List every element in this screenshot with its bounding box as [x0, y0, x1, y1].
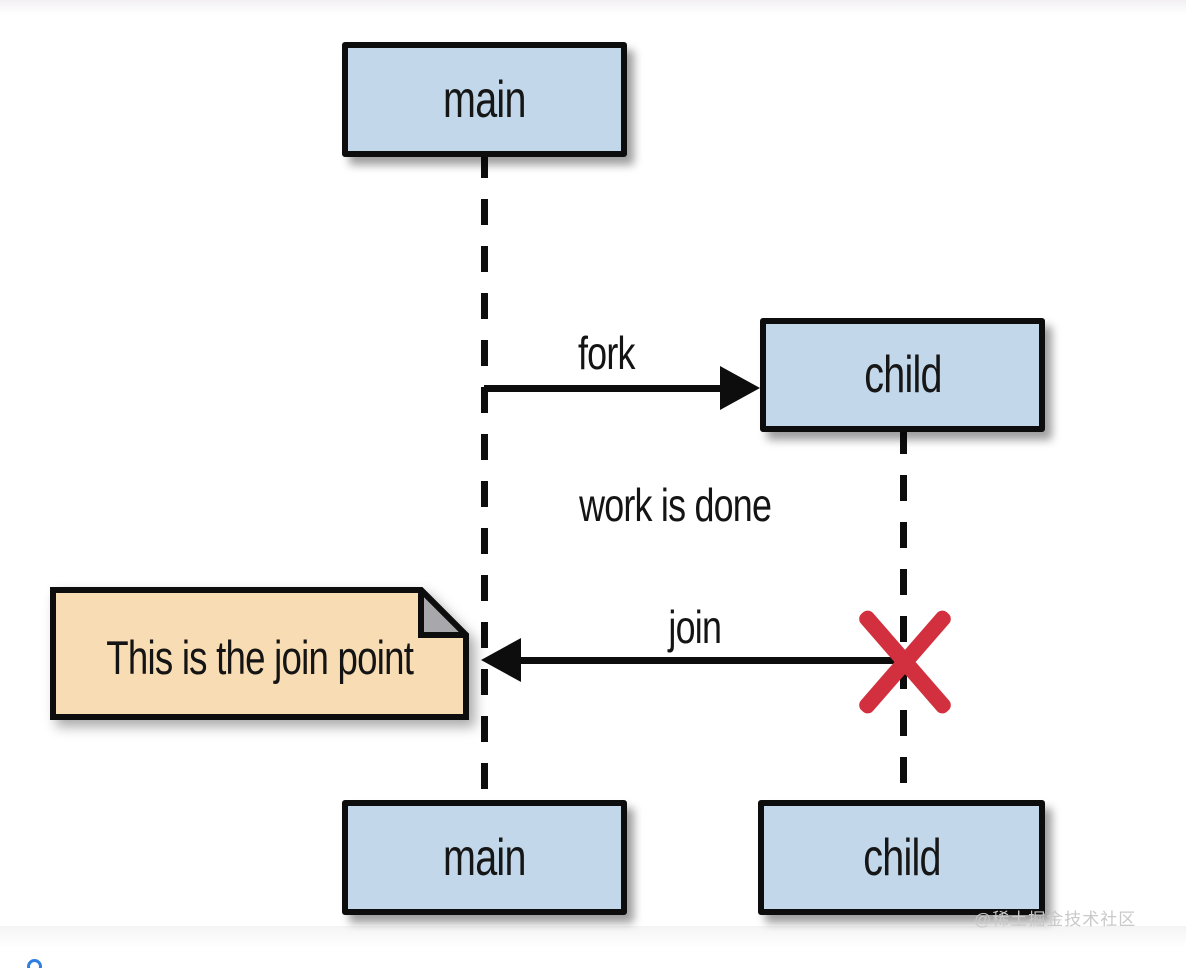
actor-label-child-bottom: child: [862, 828, 941, 887]
join-message-text: join: [668, 601, 723, 653]
work-is-done-annotation: work is done: [500, 478, 850, 532]
partial-circle-icon: [27, 959, 42, 968]
thread-terminate-x-icon: [856, 597, 954, 727]
join-arrowhead-icon: [481, 638, 521, 682]
fork-message-label: fork: [484, 326, 728, 380]
actor-box-child-top: child: [760, 318, 1045, 432]
lifeline-main: [481, 152, 488, 804]
note-fold-corner-icon: [418, 587, 469, 638]
note-shape: [50, 587, 469, 720]
bottom-gradient-band: [0, 926, 1186, 948]
fork-arrowhead-icon: [720, 366, 760, 410]
join-arrow-line: [512, 657, 896, 664]
actor-label-main-top: main: [443, 70, 526, 129]
watermark-text: @稀土掘金技术社区: [974, 910, 1137, 929]
fork-arrow-line: [484, 385, 728, 392]
join-point-note: This is the join point: [50, 587, 469, 720]
top-gradient-band: [0, 0, 1186, 14]
actor-box-child-bottom: child: [758, 800, 1045, 915]
lifeline-child: [900, 428, 907, 804]
actor-box-main-bottom: main: [342, 800, 627, 915]
actor-label-main-bottom: main: [443, 828, 526, 887]
fork-message-text: fork: [577, 327, 635, 379]
actor-box-main-top: main: [342, 42, 627, 157]
actor-label-child-top: child: [863, 346, 942, 404]
join-message-label: join: [560, 600, 830, 654]
note-text: This is the join point: [106, 631, 414, 684]
note-label: This is the join point: [50, 587, 469, 720]
work-is-done-text: work is done: [578, 479, 772, 531]
